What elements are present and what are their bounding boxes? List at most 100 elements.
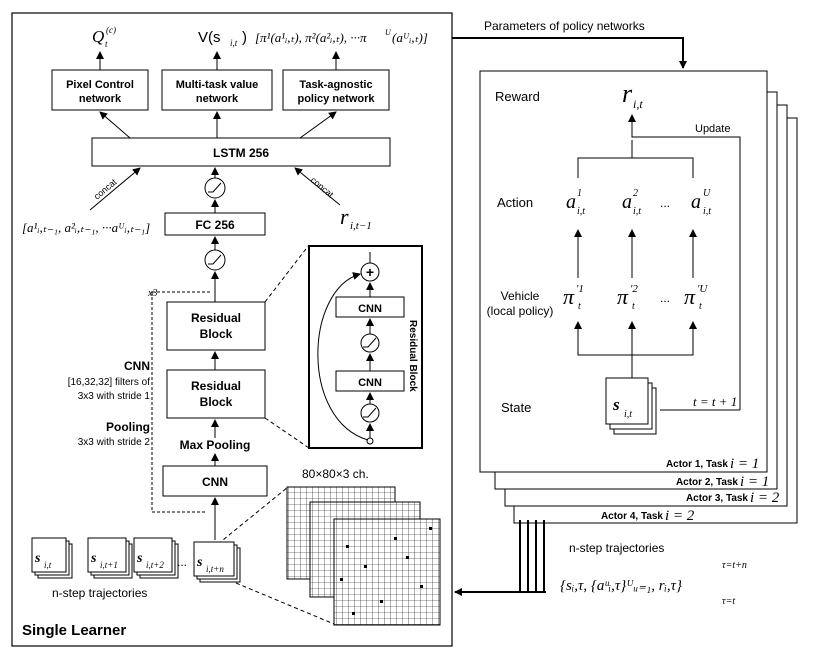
svg-text:(c): (c) [106, 25, 116, 35]
svg-text:'2: '2 [630, 283, 638, 295]
arrow-lstm-policy [299, 111, 337, 139]
pixel-control-label-1: Pixel Control [66, 79, 134, 91]
svg-text:'1: '1 [576, 283, 584, 295]
traj-label: n-step trajectories [52, 586, 147, 600]
action-1: a 1 i,t [566, 188, 585, 217]
svg-text:'U: 'U [697, 283, 708, 295]
residual-block-lower [166, 369, 266, 419]
svg-text:s: s [612, 395, 620, 414]
activation-icon-bottom [208, 254, 222, 265]
svg-text:a: a [691, 191, 701, 213]
frame-dots [340, 527, 432, 615]
svg-text:i,t: i,t [633, 206, 641, 217]
activation-circle-top [204, 177, 226, 199]
traj-out-label: n-step trajectories [569, 541, 664, 555]
actor-4-label: Actor 4, Task [601, 511, 663, 522]
policy-u: π 'U t [684, 283, 708, 312]
residual-block-upper [166, 301, 266, 351]
svg-text:t: t [105, 39, 108, 49]
traj-state-0: s i,t [31, 537, 73, 579]
traj-out-top: τ=t+n [722, 560, 747, 571]
fc-label: FC 256 [195, 218, 235, 232]
svg-text:V(s: V(s [198, 29, 221, 46]
policy-dots: ... [660, 291, 670, 305]
learner-title: Single Learner [22, 622, 126, 639]
svg-text:i,t: i,t [44, 560, 52, 570]
svg-text:s: s [90, 551, 97, 566]
output-policy: [π¹(a¹ᵢ,ₜ), π²(a²ᵢ,ₜ), ···π U (aᵁᵢ,ₜ)] [255, 28, 428, 45]
params-label: Parameters of policy networks [484, 19, 645, 33]
residual-detail-cnn-2-label: CNN [358, 377, 382, 389]
output-q: Q (c) t [92, 25, 116, 49]
svg-text:U: U [703, 188, 711, 199]
svg-text:t: t [632, 301, 635, 312]
svg-text:a: a [622, 191, 632, 213]
vehicle-label-2: (local policy) [487, 304, 554, 318]
zoom-line-bottom [264, 417, 310, 449]
actor-3-task: i = 2 [750, 490, 780, 506]
svg-text:(aᵁᵢ,ₜ)]: (aᵁᵢ,ₜ)] [392, 30, 428, 45]
policy-network-label-2: policy network [297, 93, 375, 105]
vehicle-label-1: Vehicle [501, 289, 540, 303]
cnn-box [162, 465, 268, 497]
svg-text:Q: Q [92, 27, 104, 46]
traj-out-bottom: τ=t [722, 596, 735, 607]
svg-text:i,t: i,t [577, 206, 585, 217]
svg-text:i,t: i,t [624, 409, 632, 420]
cnn-desc-1: [16,32,32] filters of [68, 377, 150, 388]
actor-2-task: i = 1 [740, 474, 769, 490]
activation-icon-top [208, 182, 222, 193]
prev-reward-sub: i,t−1 [350, 220, 372, 232]
residual-detail-title: Residual Block [407, 320, 418, 392]
svg-text:): ) [242, 29, 247, 46]
svg-text:i,t+n: i,t+n [206, 564, 224, 574]
pool-desc: 3x3 with stride 2 [78, 437, 151, 448]
repeat-bracket [151, 292, 205, 513]
svg-text:t: t [699, 301, 702, 312]
pixel-control-label-2: network [79, 93, 122, 105]
lstm-box [91, 137, 391, 167]
actor-3-label: Actor 3, Task [686, 493, 748, 504]
traj-state-2: s i,t+2 [133, 537, 179, 579]
residual-lower-label-2: Block [200, 395, 233, 409]
learner-panel [11, 12, 453, 647]
reward-symbol: r [622, 79, 633, 108]
traj-state-3: s i,t+n [193, 541, 241, 583]
pool-title: Pooling [106, 420, 150, 434]
svg-text:a: a [566, 191, 576, 213]
repeat-label: x3 [147, 288, 157, 299]
residual-act-2-icon [363, 407, 377, 418]
activation-circle-bottom [204, 249, 226, 271]
policy-network-label-1: Task-agnostic [299, 79, 372, 91]
svg-text:π: π [684, 284, 696, 309]
arrow-lstm-pixel [99, 111, 131, 139]
residual-act-2 [360, 403, 380, 423]
update-arrow [628, 114, 741, 410]
value-network-box [161, 69, 273, 111]
svg-text:t: t [578, 301, 581, 312]
cnn-label: CNN [202, 475, 228, 489]
arrow-concat-right [294, 167, 341, 206]
residual-lower-label-1: Residual [191, 379, 241, 393]
residual-plus: + [366, 264, 374, 280]
update-label: Update [695, 123, 730, 135]
value-network-label-2: network [196, 93, 239, 105]
svg-text:s: s [34, 551, 41, 566]
traj-dots: ... [177, 555, 187, 569]
svg-text:U: U [385, 28, 392, 37]
action-u: a U i,t [691, 188, 711, 217]
svg-text:2: 2 [633, 188, 638, 199]
zoom-frames-bottom [235, 582, 335, 625]
residual-detail-cnn-1-label: CNN [358, 303, 382, 315]
zoom-frames-top [217, 486, 289, 545]
svg-text:i,t: i,t [230, 38, 238, 48]
concat-right-label: concat [309, 175, 336, 200]
output-v: V(s i,t ) [198, 29, 247, 48]
action-bracket [577, 157, 694, 178]
policy-1: π '1 t [563, 283, 584, 312]
arrow-concat-left [89, 167, 141, 211]
params-arrow [452, 37, 687, 69]
state-stack: s i,t [605, 377, 657, 435]
